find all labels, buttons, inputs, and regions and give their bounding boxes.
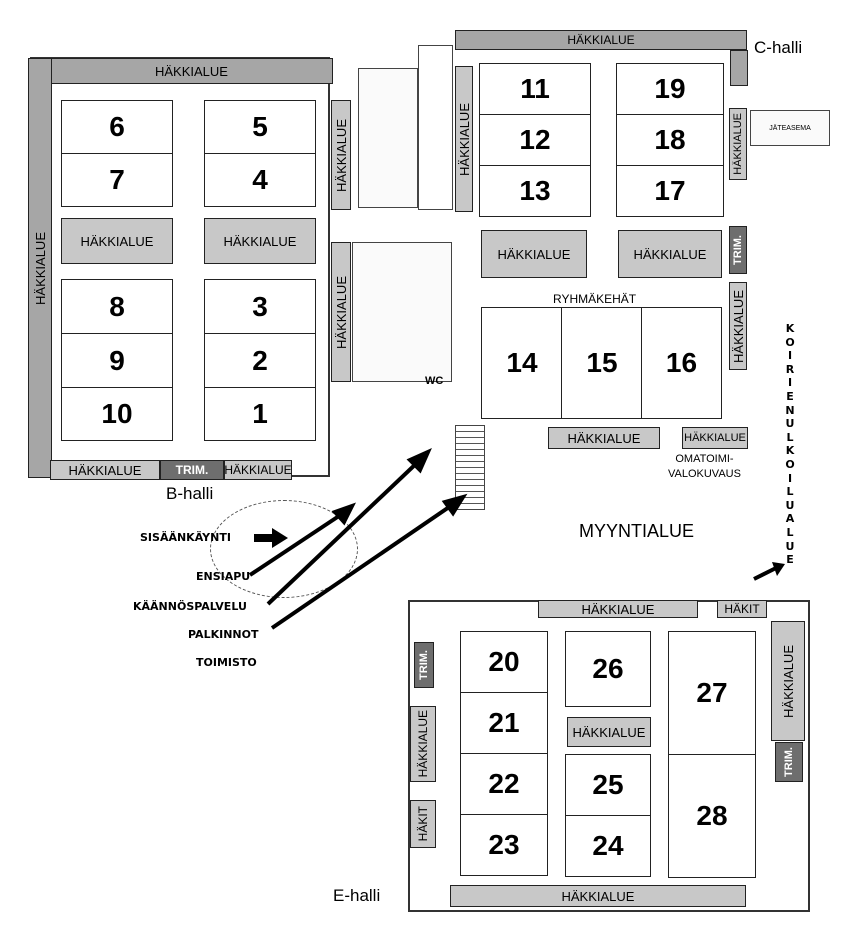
ring-27: 27 [668,631,756,755]
pen-area-e-top: HÄKKIALUE [538,600,698,618]
pen-area-c-top: HÄKKIALUE [455,30,747,50]
ring-1: 1 [204,387,316,441]
dog-exercise-letter: N [785,403,795,417]
hall-label-e: E-halli [333,886,381,905]
dog-exercise-letter: K [785,444,795,458]
wc-label: WC [425,375,444,387]
self-photo-label: OMATOIMI-VALOKUVAUS [668,453,741,480]
dog-exercise-letter: L [786,525,794,539]
dog-exercise-letter: L [786,485,794,499]
dog-exercise-letter: L [786,430,794,444]
ring-8: 8 [61,279,173,334]
pen-area-b-mid-right: HÄKKIALUE [204,218,316,264]
ring-23: 23 [460,814,548,876]
trimming-area-e-right: TRIM. [775,742,803,782]
dog-exercise-letter: E [786,553,794,567]
pen-area-e-right: HÄKKIALUE [771,621,805,741]
translation-service-label: KÄÄNNÖSPALVELU [133,600,247,613]
ring-16: 16 [641,307,722,419]
dog-exercise-letter: R [785,362,795,376]
dog-exercise-letter: O [785,335,795,349]
pen-area-c-right-lower: HÄKKIALUE [729,282,747,370]
ring-21: 21 [460,692,548,754]
pen-area-b-mid-left: HÄKKIALUE [61,218,173,264]
ring-14: 14 [481,307,563,419]
ring-10: 10 [61,387,173,441]
prizes-label: PALKINNOT [188,628,259,641]
office-label: TOIMISTO [196,656,257,669]
pen-area-e-left: HÄKKIALUE [410,706,436,782]
ring-12: 12 [479,114,591,166]
ring-19: 19 [616,63,724,115]
stairs-block [455,425,485,510]
pen-area-b-c-upper: HÄKKIALUE [331,100,351,210]
dog-exercise-letter: I [787,376,793,390]
trimming-area-c: TRIM. [729,226,747,274]
ring-22: 22 [460,753,548,815]
toilet-block-upper [358,68,418,208]
cages-e-left: HÄKIT [410,800,436,848]
ring-15: 15 [561,307,643,419]
first-aid-label: ENSIAPU [196,570,251,583]
group-rings-label: RYHMÄKEHÄT [553,292,637,306]
trimming-area-b: TRIM. [160,460,224,480]
pen-area-c-mid-right: HÄKKIALUE [618,230,722,278]
kitchen-block [352,242,452,382]
ring-24: 24 [565,815,651,877]
dog-exercise-letter: U [785,539,795,553]
corridor-block-upper [418,45,453,210]
entrance-arrow-icon [254,528,288,548]
dog-exercise-letter: U [785,498,795,512]
entrance-oval [210,500,358,598]
dog-exercise-letter: O [785,457,795,471]
ring-2: 2 [204,333,316,388]
pen-area-e-center: HÄKKIALUE [567,717,651,747]
arrow-to-dog-area-icon [752,560,786,582]
dog-exercise-letter: U [785,417,795,431]
hall-label-b: B-halli [166,484,214,503]
ring-26: 26 [565,631,651,707]
ring-17: 17 [616,165,724,217]
ring-13: 13 [479,165,591,217]
pen-area-b-left: HÄKKIALUE [28,58,52,478]
pen-area-c-left: HÄKKIALUE [455,66,473,212]
ring-28: 28 [668,754,756,878]
entrance-label: SISÄÄNKÄYNTI [140,531,231,544]
dog-exercise-letter: I [787,349,793,363]
c-hall-corner [730,50,748,86]
pen-area-b-top: HÄKKIALUE [50,58,333,84]
ring-9: 9 [61,333,173,388]
ring-18: 18 [616,114,724,166]
dog-exercise-letter: E [786,389,794,403]
pen-area-e-bottom: HÄKKIALUE [450,885,746,907]
pen-area-c-bottom-right: HÄKKIALUE [682,427,748,449]
pen-area-c-mid-left: HÄKKIALUE [481,230,587,278]
pen-area-b-bottom-right: HÄKKIALUE [224,460,292,480]
hall-label-c: C-halli [754,38,803,57]
trimming-area-e-left: TRIM. [414,642,434,688]
pen-area-c-bottom-left: HÄKKIALUE [548,427,660,449]
sales-area-label: MYYNTIALUE [579,521,695,541]
pen-area-b-bottom-left: HÄKKIALUE [50,460,160,480]
dog-exercise-letter: A [785,512,795,526]
pen-area-c-right-upper: HÄKKIALUE [729,108,747,180]
ring-20: 20 [460,631,548,693]
ring-25: 25 [565,754,651,816]
pen-area-b-c-lower: HÄKKIALUE [331,242,351,382]
ring-4: 4 [204,153,316,207]
cages-e-top: HÄKIT [717,600,767,618]
dog-exercise-letter: K [785,322,795,335]
ring-6: 6 [61,100,173,154]
ring-7: 7 [61,153,173,207]
dog-exercise-letter: I [787,471,793,485]
waste-station: JÄTEASEMA [750,110,830,146]
